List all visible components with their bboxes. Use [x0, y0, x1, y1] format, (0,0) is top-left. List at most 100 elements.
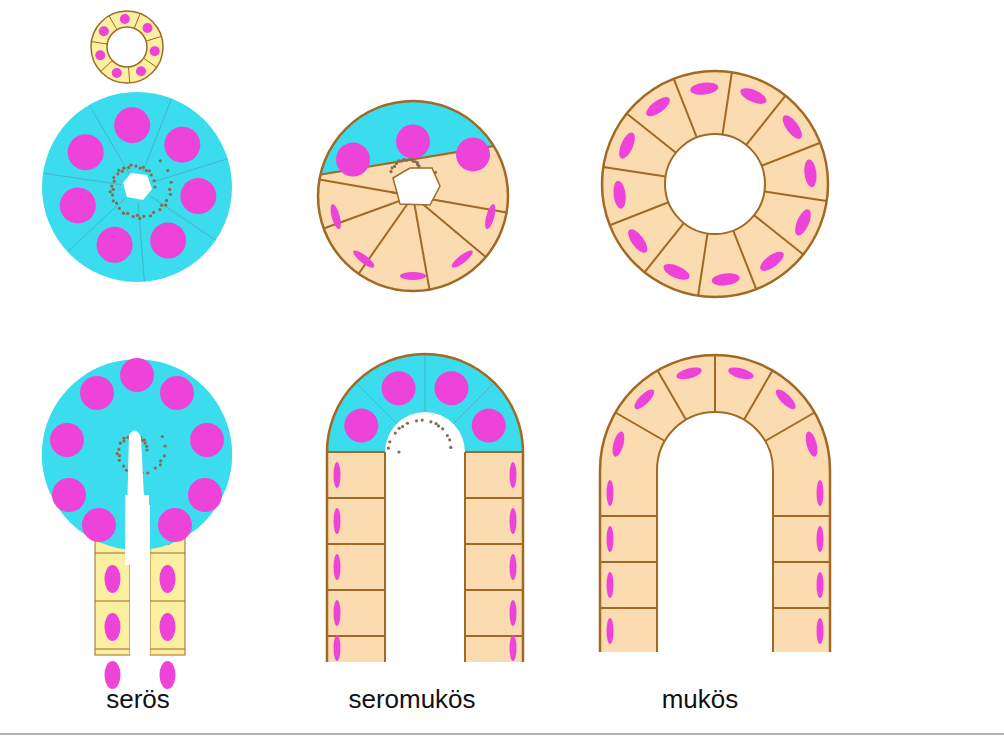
- cell-border: [465, 451, 523, 453]
- cell-border: [109, 16, 117, 30]
- secretory-granule: [401, 425, 404, 428]
- cell-border: [773, 561, 830, 563]
- nucleus: [334, 600, 341, 626]
- secretory-granule: [117, 169, 120, 172]
- cell-border: [600, 607, 657, 609]
- nucleus: [328, 203, 342, 230]
- secretory-granule: [142, 215, 145, 218]
- nucleus: [675, 365, 703, 381]
- nucleus: [180, 178, 216, 214]
- secretory-granule: [112, 199, 115, 202]
- nucleus: [143, 23, 153, 33]
- nucleus: [334, 508, 341, 534]
- secretory-granule: [119, 442, 122, 445]
- secretory-granule: [387, 446, 390, 449]
- secretory-granule: [415, 419, 418, 422]
- nucleus: [610, 430, 626, 458]
- nucleus: [727, 365, 755, 381]
- cell-border: [764, 191, 826, 200]
- secretory-granule: [145, 445, 148, 448]
- secretory-granule: [449, 446, 452, 449]
- nucleus: [607, 618, 614, 644]
- secretory-granule: [437, 424, 440, 427]
- lumen: [665, 134, 765, 234]
- secretory-granule: [158, 208, 161, 211]
- secretory-granule: [159, 459, 162, 462]
- nucleus: [803, 430, 819, 458]
- secretory-granule: [416, 163, 419, 166]
- nucleus: [150, 223, 186, 259]
- secretory-granule: [122, 212, 125, 215]
- cell-border: [138, 203, 144, 282]
- secretory-granule: [134, 164, 137, 167]
- mucous-part: [318, 101, 508, 291]
- nucleus: [510, 635, 517, 661]
- secretory-granule: [132, 215, 135, 218]
- nucleus: [158, 508, 192, 542]
- nucleus: [510, 554, 517, 580]
- secretory-granule: [116, 172, 119, 175]
- nucleus: [483, 203, 497, 230]
- secretory-granule: [115, 201, 118, 204]
- secretory-granule: [394, 432, 397, 435]
- nucleus: [607, 480, 614, 506]
- secretory-granule: [159, 463, 162, 466]
- secretory-granule: [164, 204, 167, 207]
- secretory-granule: [126, 212, 129, 215]
- nucleus: [105, 613, 121, 641]
- secretory-granule: [388, 440, 391, 443]
- secretory-granule: [127, 166, 130, 169]
- secretory-granule: [111, 193, 114, 196]
- secretory-granule: [434, 422, 437, 425]
- nucleus: [160, 376, 194, 410]
- duct-outline: [91, 11, 163, 83]
- secretory-granule: [109, 190, 112, 193]
- nucleus: [803, 159, 818, 188]
- gland-type-label: mukös: [662, 684, 739, 715]
- nucleus: [612, 180, 627, 209]
- nucleus: [97, 227, 133, 263]
- cell-border: [603, 167, 665, 176]
- secretory-granule: [146, 471, 149, 474]
- nucleus: [60, 187, 96, 223]
- cell-border: [146, 36, 161, 41]
- nucleus: [334, 554, 341, 580]
- secretory-granule: [165, 199, 168, 202]
- secretory-granule: [152, 211, 155, 214]
- secretory-granule: [142, 166, 145, 169]
- cell-border: [43, 173, 121, 185]
- nucleus: [400, 272, 426, 280]
- secretory-granule: [136, 214, 139, 217]
- cell-border: [465, 543, 523, 545]
- secretory-granule: [139, 167, 142, 170]
- nucleus: [188, 478, 222, 512]
- seromucous-tubule: [327, 354, 523, 662]
- nucleus: [643, 94, 673, 120]
- nucleus: [792, 207, 814, 237]
- nucleus: [396, 124, 430, 158]
- serous-demilune: [300, 90, 530, 178]
- cell-border: [144, 58, 157, 67]
- secretory-granule: [148, 169, 151, 172]
- secretory-granule: [166, 169, 169, 172]
- nucleus: [510, 508, 517, 534]
- cell-border: [746, 96, 785, 145]
- cell-border: [95, 553, 130, 554]
- cell-border: [95, 649, 130, 650]
- nucleus: [52, 478, 86, 512]
- nucleus: [160, 565, 176, 593]
- nucleus: [136, 66, 146, 76]
- nucleus: [472, 409, 506, 443]
- secretory-granule: [145, 448, 148, 451]
- nucleus: [334, 462, 341, 488]
- nucleus: [817, 526, 824, 552]
- nucleus: [190, 423, 224, 457]
- gland-type-label: seromukös: [348, 684, 475, 715]
- secretory-granule: [441, 427, 444, 430]
- secretory-granule: [446, 434, 449, 437]
- secretory-granule: [412, 160, 415, 163]
- mucous-acinus: [602, 71, 828, 297]
- nucleus: [50, 423, 84, 457]
- nucleus: [632, 387, 657, 412]
